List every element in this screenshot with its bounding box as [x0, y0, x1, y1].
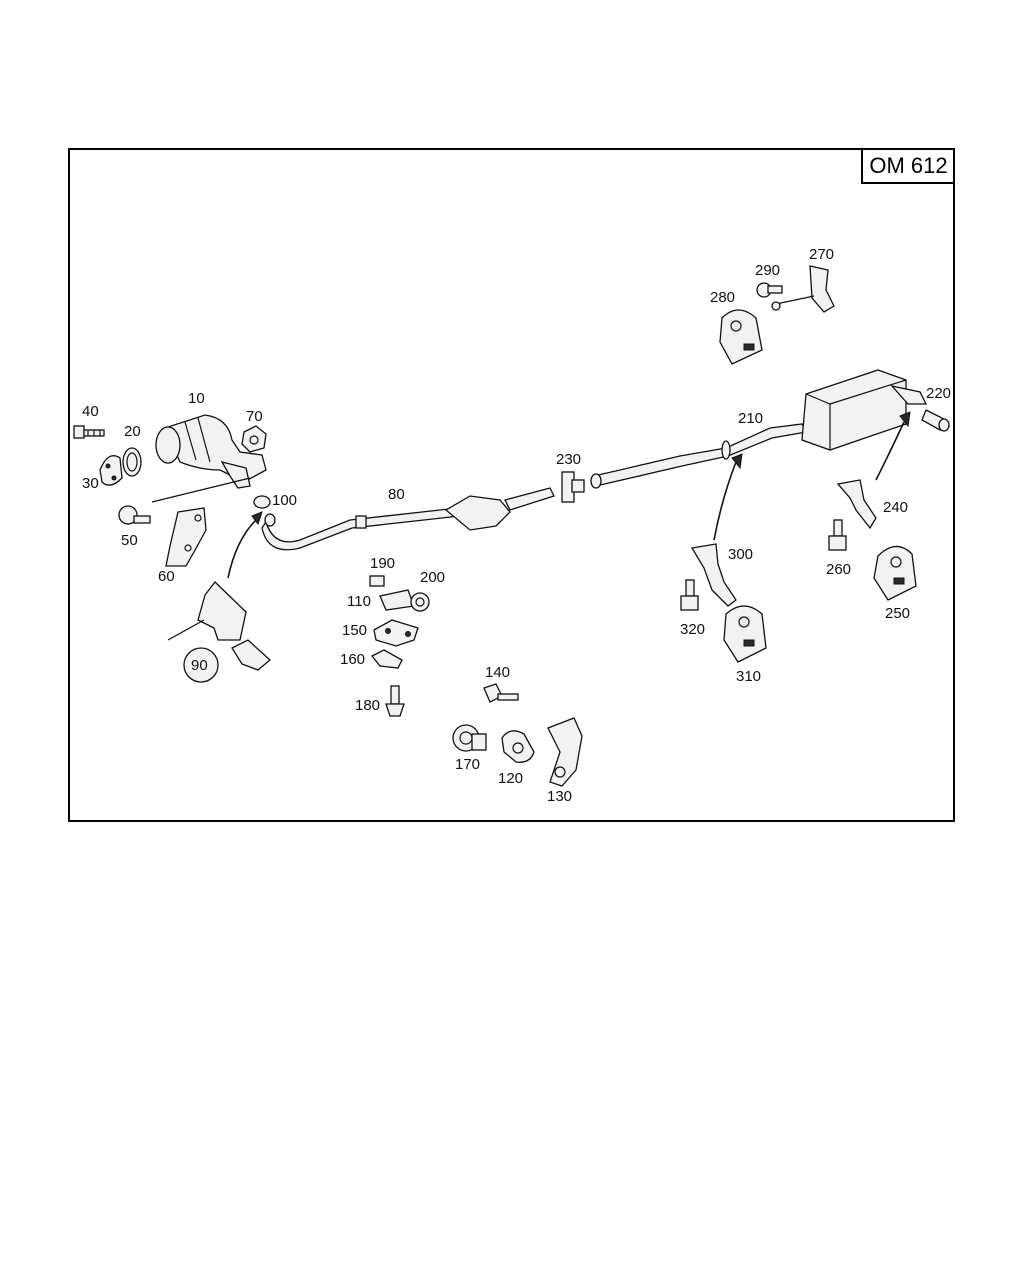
label-110: 110 — [347, 593, 371, 610]
part-240-bracket[interactable] — [836, 479, 877, 530]
label-90: 90 — [191, 657, 208, 674]
part-30-flange[interactable] — [99, 455, 123, 486]
part-250-rubber-mount[interactable] — [873, 545, 917, 601]
label-290: 290 — [755, 262, 780, 279]
label-250: 250 — [885, 605, 910, 622]
label-170: 170 — [455, 756, 480, 773]
label-50: 50 — [121, 532, 138, 549]
part-140-screw[interactable] — [483, 683, 519, 703]
label-140: 140 — [485, 664, 510, 681]
part-20-gasket-ring[interactable] — [122, 447, 142, 477]
part-150-clamp[interactable] — [373, 619, 419, 647]
label-80: 80 — [388, 486, 405, 503]
part-160-clamp[interactable] — [370, 649, 403, 669]
label-260: 260 — [826, 561, 851, 578]
part-120-mount[interactable] — [501, 730, 535, 763]
label-120: 120 — [498, 770, 523, 787]
label-230: 230 — [556, 451, 581, 468]
label-70: 70 — [246, 408, 263, 425]
part-200-nut[interactable] — [410, 592, 430, 612]
part-260-bolt[interactable] — [828, 519, 847, 551]
part-280-rubber-mount[interactable] — [719, 309, 763, 365]
part-230-clamp[interactable] — [561, 471, 585, 503]
label-220: 220 — [926, 385, 951, 402]
part-80-front-pipe[interactable] — [261, 487, 555, 551]
part-210-center-pipe[interactable] — [590, 423, 807, 489]
label-240: 240 — [883, 499, 908, 516]
part-110-bracket[interactable] — [379, 589, 415, 611]
part-10-catalytic-converter[interactable] — [155, 414, 267, 489]
label-310: 310 — [736, 668, 761, 685]
label-60: 60 — [158, 568, 175, 585]
label-320: 320 — [680, 621, 705, 638]
part-70-nut[interactable] — [241, 425, 267, 453]
diagram-frame — [68, 148, 955, 822]
label-130: 130 — [547, 788, 572, 805]
part-290-bolt[interactable] — [756, 282, 783, 298]
part-300-bracket[interactable] — [690, 543, 737, 607]
part-40-bolt[interactable] — [73, 425, 105, 439]
label-40: 40 — [82, 403, 99, 420]
part-170-bushing[interactable] — [452, 724, 487, 752]
part-270-bracket[interactable] — [771, 265, 835, 313]
label-10: 10 — [188, 390, 205, 407]
part-180-bolt[interactable] — [385, 685, 405, 717]
label-300: 300 — [728, 546, 753, 563]
part-100-seal-ring[interactable] — [253, 495, 271, 509]
part-190-clip[interactable] — [369, 575, 385, 587]
label-180: 180 — [355, 697, 380, 714]
label-190: 190 — [370, 555, 395, 572]
part-130-bracket[interactable] — [547, 717, 583, 787]
label-160: 160 — [340, 651, 365, 668]
part-320-bolt[interactable] — [680, 579, 699, 611]
part-90-heat-shield[interactable] — [167, 581, 271, 683]
part-220-tailpipe[interactable] — [921, 409, 950, 432]
label-280: 280 — [710, 289, 735, 306]
label-150: 150 — [342, 622, 367, 639]
label-200: 200 — [420, 569, 445, 586]
part-50-screw[interactable] — [118, 505, 151, 525]
label-270: 270 — [809, 246, 834, 263]
part-310-rubber-mount[interactable] — [723, 605, 767, 663]
label-30: 30 — [82, 475, 99, 492]
label-100: 100 — [272, 492, 297, 509]
part-muffler[interactable] — [801, 369, 928, 451]
part-60-bracket[interactable] — [165, 507, 207, 567]
label-20: 20 — [124, 423, 141, 440]
label-210: 210 — [738, 410, 763, 427]
engine-code-title: OM 612 — [861, 149, 954, 184]
